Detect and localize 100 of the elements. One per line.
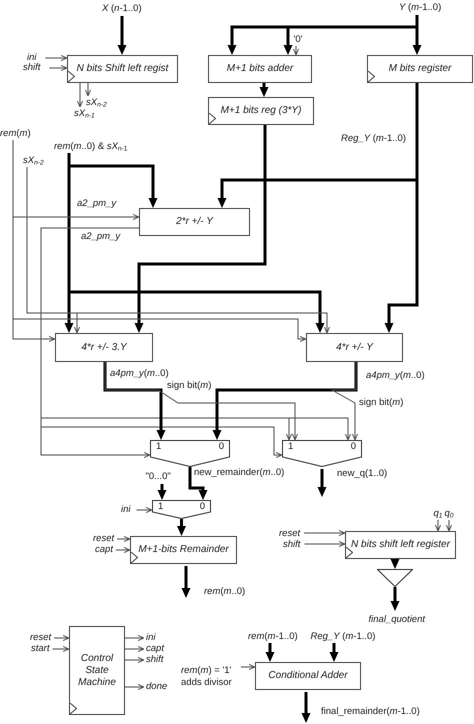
signal-label: sX$_{n-1}$ <box>74 108 95 119</box>
edge-label: Reg_Y (m-1..0) <box>341 133 406 144</box>
signal-arrow <box>104 362 298 440</box>
shift-register-block <box>345 531 456 559</box>
edge-label: a4pm_y(m..0) <box>110 368 169 379</box>
edge-label: new_remainder(m..0) <box>194 467 284 478</box>
signal-label: ini <box>146 632 156 643</box>
bus-arrow <box>260 83 268 97</box>
adder-block <box>208 55 312 83</box>
bus-arrow <box>118 16 126 55</box>
register-block <box>367 55 473 83</box>
mux-input-label: 1 <box>158 501 164 512</box>
signal-label: ini <box>27 52 37 63</box>
bus-label: Reg_Y (m-1..0) <box>310 631 376 642</box>
signal-label: shift <box>146 654 164 665</box>
bus-arrow <box>188 467 208 500</box>
constant-label: '0' <box>294 34 302 45</box>
signal-arrow <box>446 520 452 532</box>
output-label: final_quotient <box>368 614 426 625</box>
block-label: M+1 bits adder <box>226 63 294 75</box>
signal-arrow <box>293 46 299 56</box>
signal-arrow <box>304 530 346 536</box>
signal-arrow <box>124 657 144 663</box>
bus-arrow <box>266 643 274 662</box>
signal-arrow <box>54 635 70 641</box>
mux-input-label: 1 <box>156 441 162 452</box>
signal-arrow <box>124 635 144 641</box>
edge-label: rem(m..0) <box>204 586 246 597</box>
signal-label: sX$_{n-2}$ <box>86 97 107 108</box>
signal-label: capt <box>95 544 113 555</box>
signal-label: shift <box>23 62 40 73</box>
arithmetic-block <box>139 208 250 236</box>
bus-label: Y (m-1..0) <box>399 2 442 13</box>
signal-arrow <box>435 520 441 532</box>
block-label: N bits shift left register <box>351 539 450 551</box>
note-text: rem(m) = '1' adds divisor <box>181 665 239 689</box>
block-label: M+1-bits Remainder <box>138 544 229 556</box>
bus-label: X (n-1..0) <box>102 3 142 14</box>
signal-label: ini <box>121 504 131 515</box>
signal-arrow <box>330 362 358 440</box>
arithmetic-block <box>306 333 403 362</box>
bus-label: rem(m-1..0) <box>248 631 298 642</box>
signal-arrow <box>85 82 91 96</box>
signal-arrow <box>52 646 70 652</box>
signal-arrow <box>304 541 346 547</box>
block-label: Control State Machine <box>77 652 117 688</box>
signal-arrow <box>116 536 130 542</box>
bus-arrow <box>158 484 166 500</box>
block-label: 4*r +/- 3.Y <box>81 342 127 354</box>
signal-arrow <box>77 82 83 108</box>
signal-label: capt <box>146 643 164 654</box>
signal-label: sX$_{n-2}$ <box>23 155 44 166</box>
signal-arrow <box>115 547 130 553</box>
bus-arrow <box>302 692 310 723</box>
bus-arrow <box>390 587 400 611</box>
bus-arrow <box>104 362 166 440</box>
bus-arrow <box>182 566 190 598</box>
edge-label: a2_pm_y <box>81 231 120 242</box>
block-label: M bits register <box>388 63 452 75</box>
block-label: M+1 bits reg (3*Y) <box>220 105 302 117</box>
bus-arrow <box>134 125 266 333</box>
bus-arrow <box>68 153 324 333</box>
signal-arrow <box>45 55 68 61</box>
bus-arrow <box>318 469 326 497</box>
signal-label: start <box>31 643 50 654</box>
mux-input-label: 0 <box>200 501 205 512</box>
edge-label: sign bit(m) <box>359 397 404 408</box>
edge-label: new_q(1..0) <box>337 468 388 479</box>
constant-label: "0...0" <box>146 471 171 482</box>
block-label: Conditional Adder <box>268 670 348 682</box>
signal-label: q$_{1}$ <box>434 508 442 519</box>
signal-label: reset <box>93 533 114 544</box>
mux-input-label: 1 <box>288 441 294 452</box>
signal-arrow <box>12 140 306 342</box>
signal-arrow <box>124 646 144 652</box>
signal-label: reset <box>279 528 300 539</box>
edge-label: a2_pm_y <box>77 198 116 209</box>
edge-label: sign bit(m) <box>167 380 212 391</box>
register-block <box>208 97 314 125</box>
state-machine-block <box>69 626 125 715</box>
signal-label: reset <box>30 632 52 643</box>
signal-label: q$_{0}$ <box>444 508 454 519</box>
signal-arrow <box>40 228 351 440</box>
bus-arrow <box>390 559 400 569</box>
bus-arrow <box>384 83 418 333</box>
arithmetic-block <box>55 333 153 362</box>
bus-label: rem(m..0) & sX$_{n-1}$ <box>54 141 128 152</box>
signal-arrow <box>124 684 144 690</box>
block-label: 4*r +/- Y <box>336 342 373 354</box>
mux-input-label: 0 <box>350 441 356 452</box>
signal-arrow <box>136 507 152 513</box>
edge-label: final_remainder(m-1..0) <box>321 706 420 717</box>
mux-input-label: 0 <box>218 441 224 452</box>
signal-arrow <box>240 664 256 670</box>
bus-arrow <box>177 519 186 536</box>
block-label: N bits Shift left regist <box>76 63 168 75</box>
signal-arrow <box>26 166 330 334</box>
signal-label: shift <box>283 539 300 550</box>
signal-label: done <box>146 681 168 692</box>
bus-arrow <box>330 643 338 662</box>
